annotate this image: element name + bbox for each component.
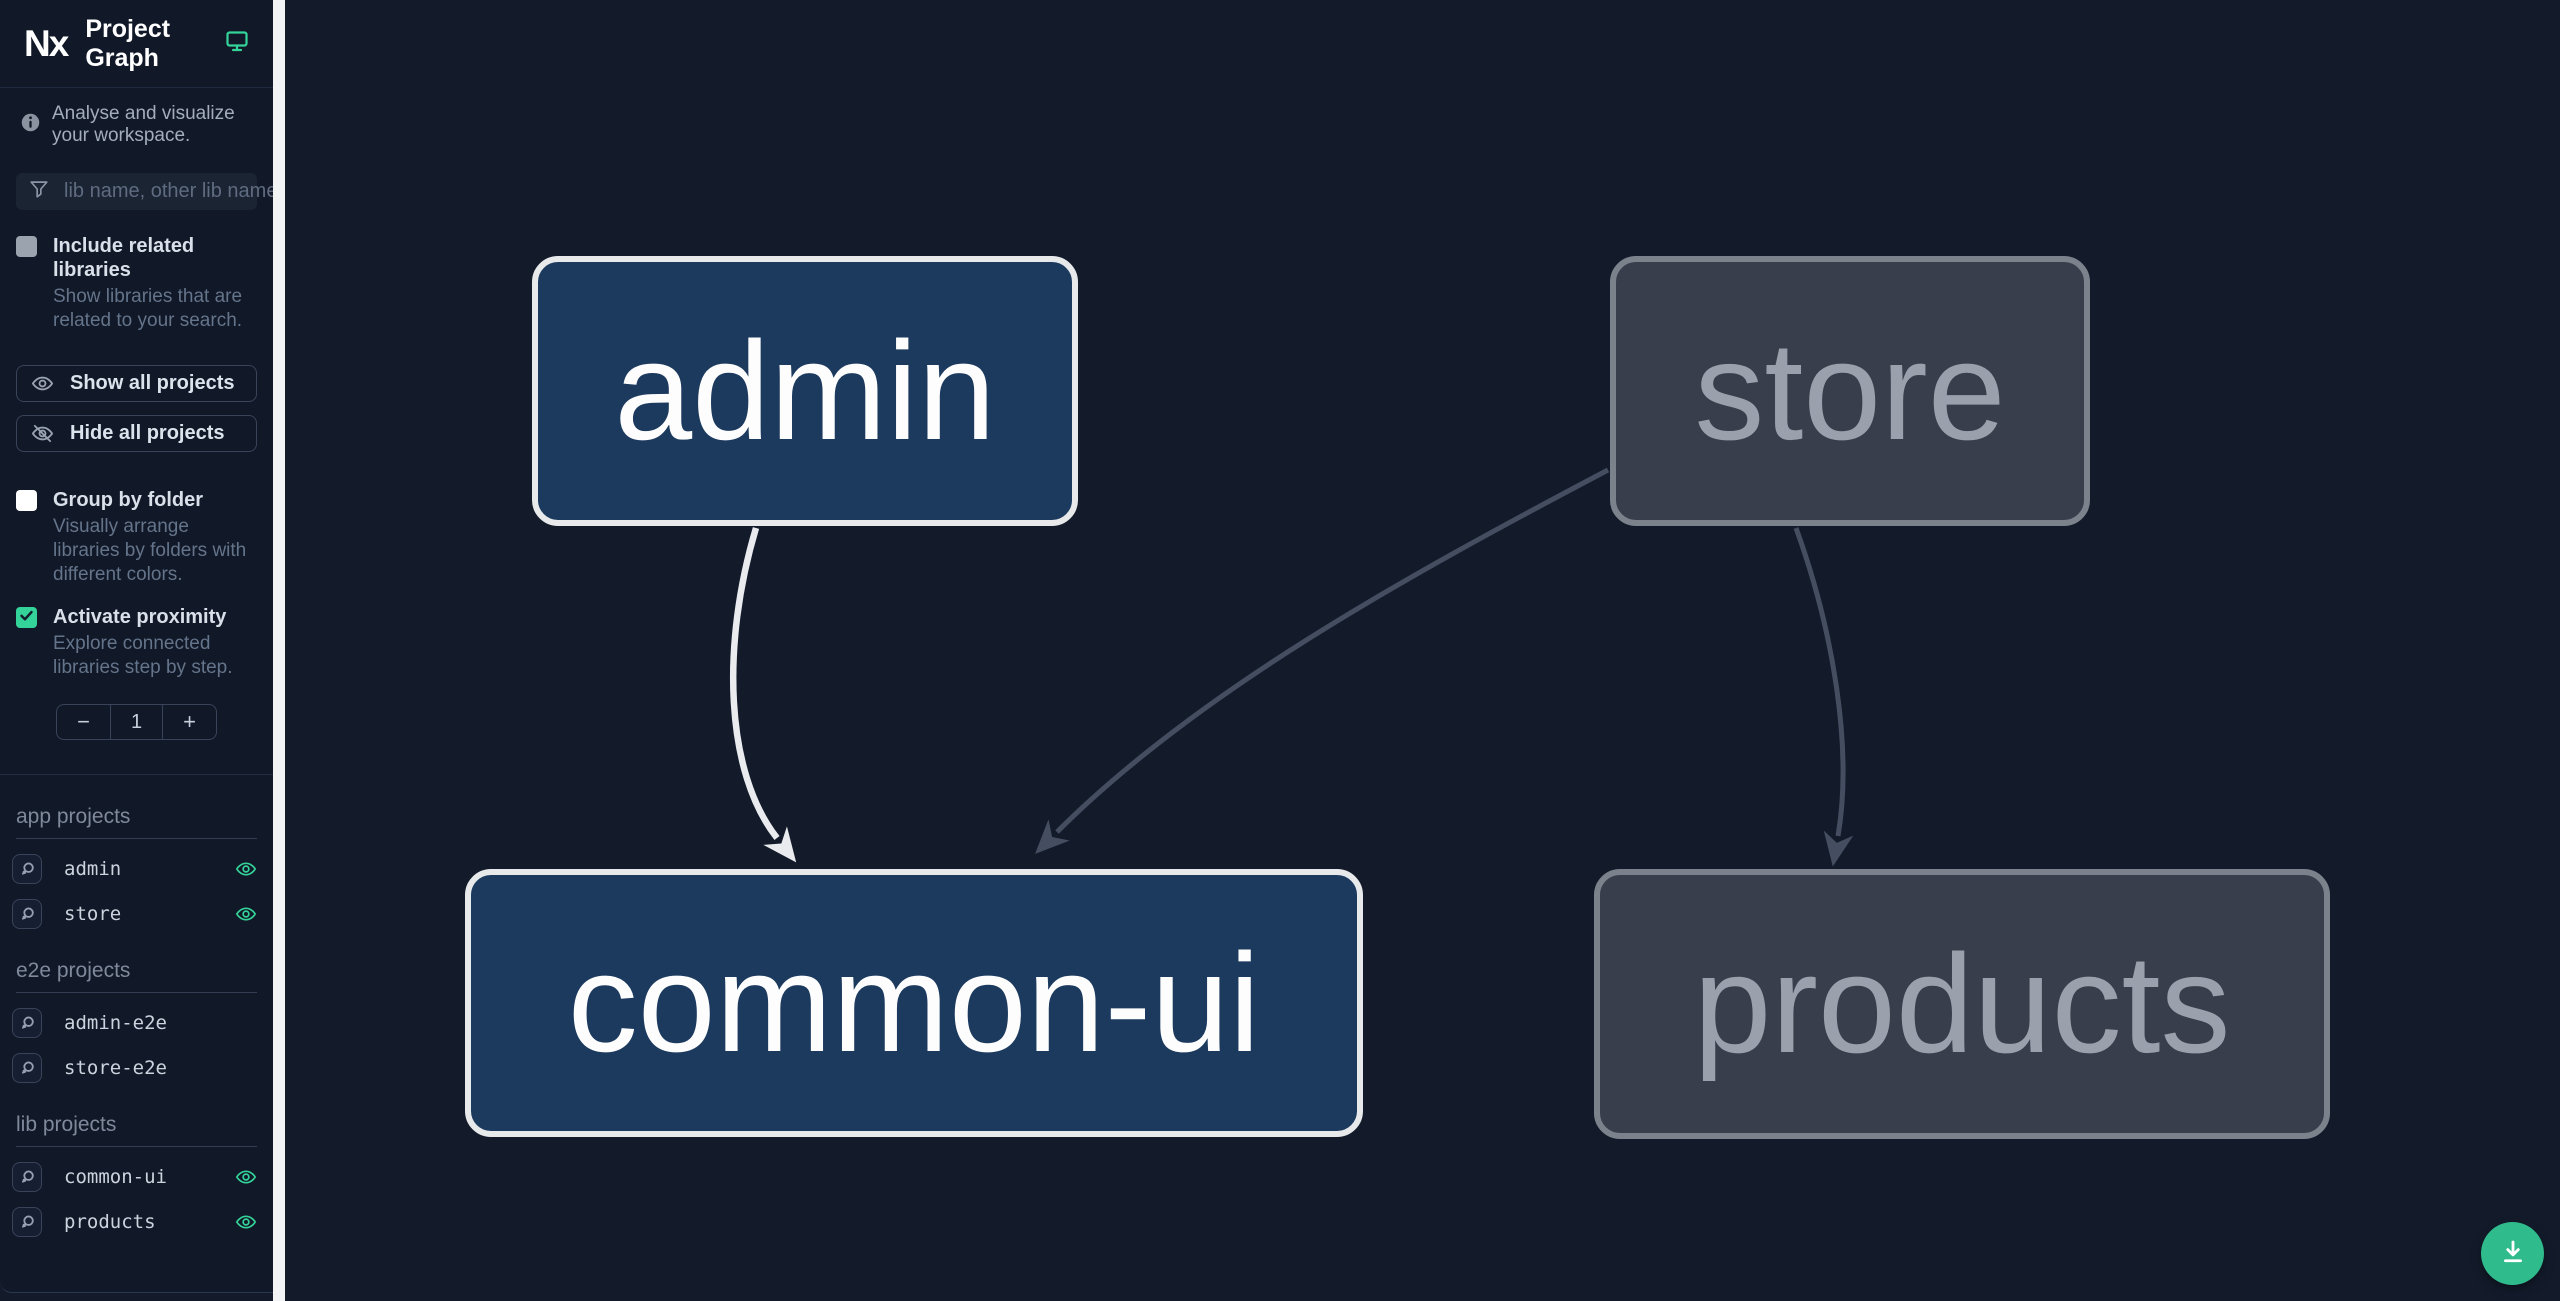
workspace-tagline: Analyse and visualize your workspace. bbox=[20, 103, 255, 147]
sidebar: Nx Project Graph Analyse and visualize y… bbox=[0, 0, 273, 1293]
option-label: Include related libraries bbox=[53, 235, 195, 281]
graph-edges-layer bbox=[729, 467, 1854, 867]
graph-node-store[interactable]: store bbox=[1610, 256, 2090, 526]
edge-admin-to-common-ui[interactable] bbox=[729, 527, 797, 863]
info-icon bbox=[20, 112, 41, 139]
search-input[interactable] bbox=[64, 180, 273, 203]
section-title-lib-projects: lib projects bbox=[16, 1113, 257, 1147]
project-name[interactable]: products bbox=[64, 1211, 156, 1233]
activate-proximity-checkbox[interactable] bbox=[16, 607, 37, 628]
sidebar-resize-handle[interactable] bbox=[273, 0, 285, 1301]
project-name[interactable]: admin-e2e bbox=[64, 1012, 167, 1034]
focus-project-icon[interactable] bbox=[12, 1053, 42, 1083]
group-by-folder-checkbox[interactable] bbox=[16, 490, 37, 511]
hide-all-projects-button[interactable]: Hide all projects bbox=[16, 415, 257, 452]
nx-logo[interactable]: Nx bbox=[24, 22, 69, 64]
edge-store-to-common-ui[interactable] bbox=[1035, 467, 1610, 854]
show-all-projects-button[interactable]: Show all projects bbox=[16, 365, 257, 402]
project-name[interactable]: common-ui bbox=[64, 1166, 167, 1188]
node-label: admin bbox=[614, 312, 996, 469]
graph-node-products[interactable]: products bbox=[1594, 869, 2330, 1139]
visibility-eye-icon[interactable] bbox=[235, 858, 257, 880]
focus-project-icon[interactable] bbox=[12, 1162, 42, 1192]
node-label: common-ui bbox=[567, 924, 1261, 1081]
graph-node-common-ui[interactable]: common-ui bbox=[465, 869, 1363, 1137]
node-label: store bbox=[1694, 312, 2006, 469]
option-activate-proximity: Activate proximity Explore connected lib… bbox=[16, 605, 257, 680]
list-item-store-e2e: store-e2e bbox=[12, 1053, 257, 1083]
option-description: Show libraries that are related to your … bbox=[53, 286, 243, 331]
proximity-increment-button[interactable]: + bbox=[163, 705, 216, 739]
edge-store-to-products[interactable] bbox=[1793, 527, 1854, 867]
project-name[interactable]: store bbox=[64, 903, 122, 925]
visibility-eye-icon[interactable] bbox=[235, 1211, 257, 1233]
focus-project-icon[interactable] bbox=[12, 854, 42, 884]
hide-all-label: Hide all projects bbox=[70, 422, 225, 444]
list-item-products: products bbox=[12, 1207, 257, 1237]
focus-project-icon[interactable] bbox=[12, 1207, 42, 1237]
visibility-eye-icon[interactable] bbox=[235, 903, 257, 925]
project-name[interactable]: store-e2e bbox=[64, 1057, 167, 1079]
section-title-e2e-projects: e2e projects bbox=[16, 959, 257, 993]
show-all-label: Show all projects bbox=[70, 372, 235, 394]
page-title: Project Graph bbox=[85, 14, 171, 72]
list-item-common-ui: common-ui bbox=[12, 1162, 257, 1192]
list-item-admin: admin bbox=[12, 854, 257, 884]
option-label: Group by folder bbox=[53, 489, 203, 511]
search-box bbox=[16, 173, 273, 210]
tagline-text: Analyse and visualize your workspace. bbox=[52, 103, 235, 146]
project-name[interactable]: admin bbox=[64, 858, 122, 880]
option-group-by-folder: Group by folder Visually arrange librari… bbox=[16, 488, 257, 587]
node-label: products bbox=[1693, 925, 2231, 1082]
eye-off-icon bbox=[31, 422, 54, 445]
focus-project-icon[interactable] bbox=[12, 1008, 42, 1038]
check-icon bbox=[19, 608, 34, 628]
list-item-store: store bbox=[12, 899, 257, 929]
option-description: Explore connected libraries step by step… bbox=[53, 633, 233, 678]
monitor-icon[interactable] bbox=[225, 29, 249, 58]
focus-project-icon[interactable] bbox=[12, 899, 42, 929]
graph-node-admin[interactable]: admin bbox=[532, 256, 1078, 526]
include-related-checkbox[interactable] bbox=[16, 236, 37, 257]
filter-icon bbox=[28, 178, 50, 205]
eye-icon bbox=[31, 372, 54, 395]
download-button[interactable] bbox=[2481, 1222, 2544, 1285]
proximity-value: 1 bbox=[110, 705, 163, 739]
sidebar-header: Nx Project Graph bbox=[0, 0, 273, 88]
visibility-eye-icon[interactable] bbox=[235, 1166, 257, 1188]
graph-canvas[interactable]: admin store common-ui products bbox=[285, 0, 2560, 1301]
section-title-app-projects: app projects bbox=[16, 805, 257, 839]
option-description: Visually arrange libraries by folders wi… bbox=[53, 516, 247, 585]
download-icon bbox=[2499, 1238, 2527, 1269]
proximity-decrement-button[interactable]: − bbox=[57, 705, 110, 739]
list-item-admin-e2e: admin-e2e bbox=[12, 1008, 257, 1038]
sidebar-divider bbox=[0, 774, 273, 775]
option-include-related: Include related libraries Show libraries… bbox=[16, 234, 257, 333]
proximity-stepper: − 1 + bbox=[56, 704, 217, 740]
option-label: Activate proximity bbox=[53, 606, 227, 628]
